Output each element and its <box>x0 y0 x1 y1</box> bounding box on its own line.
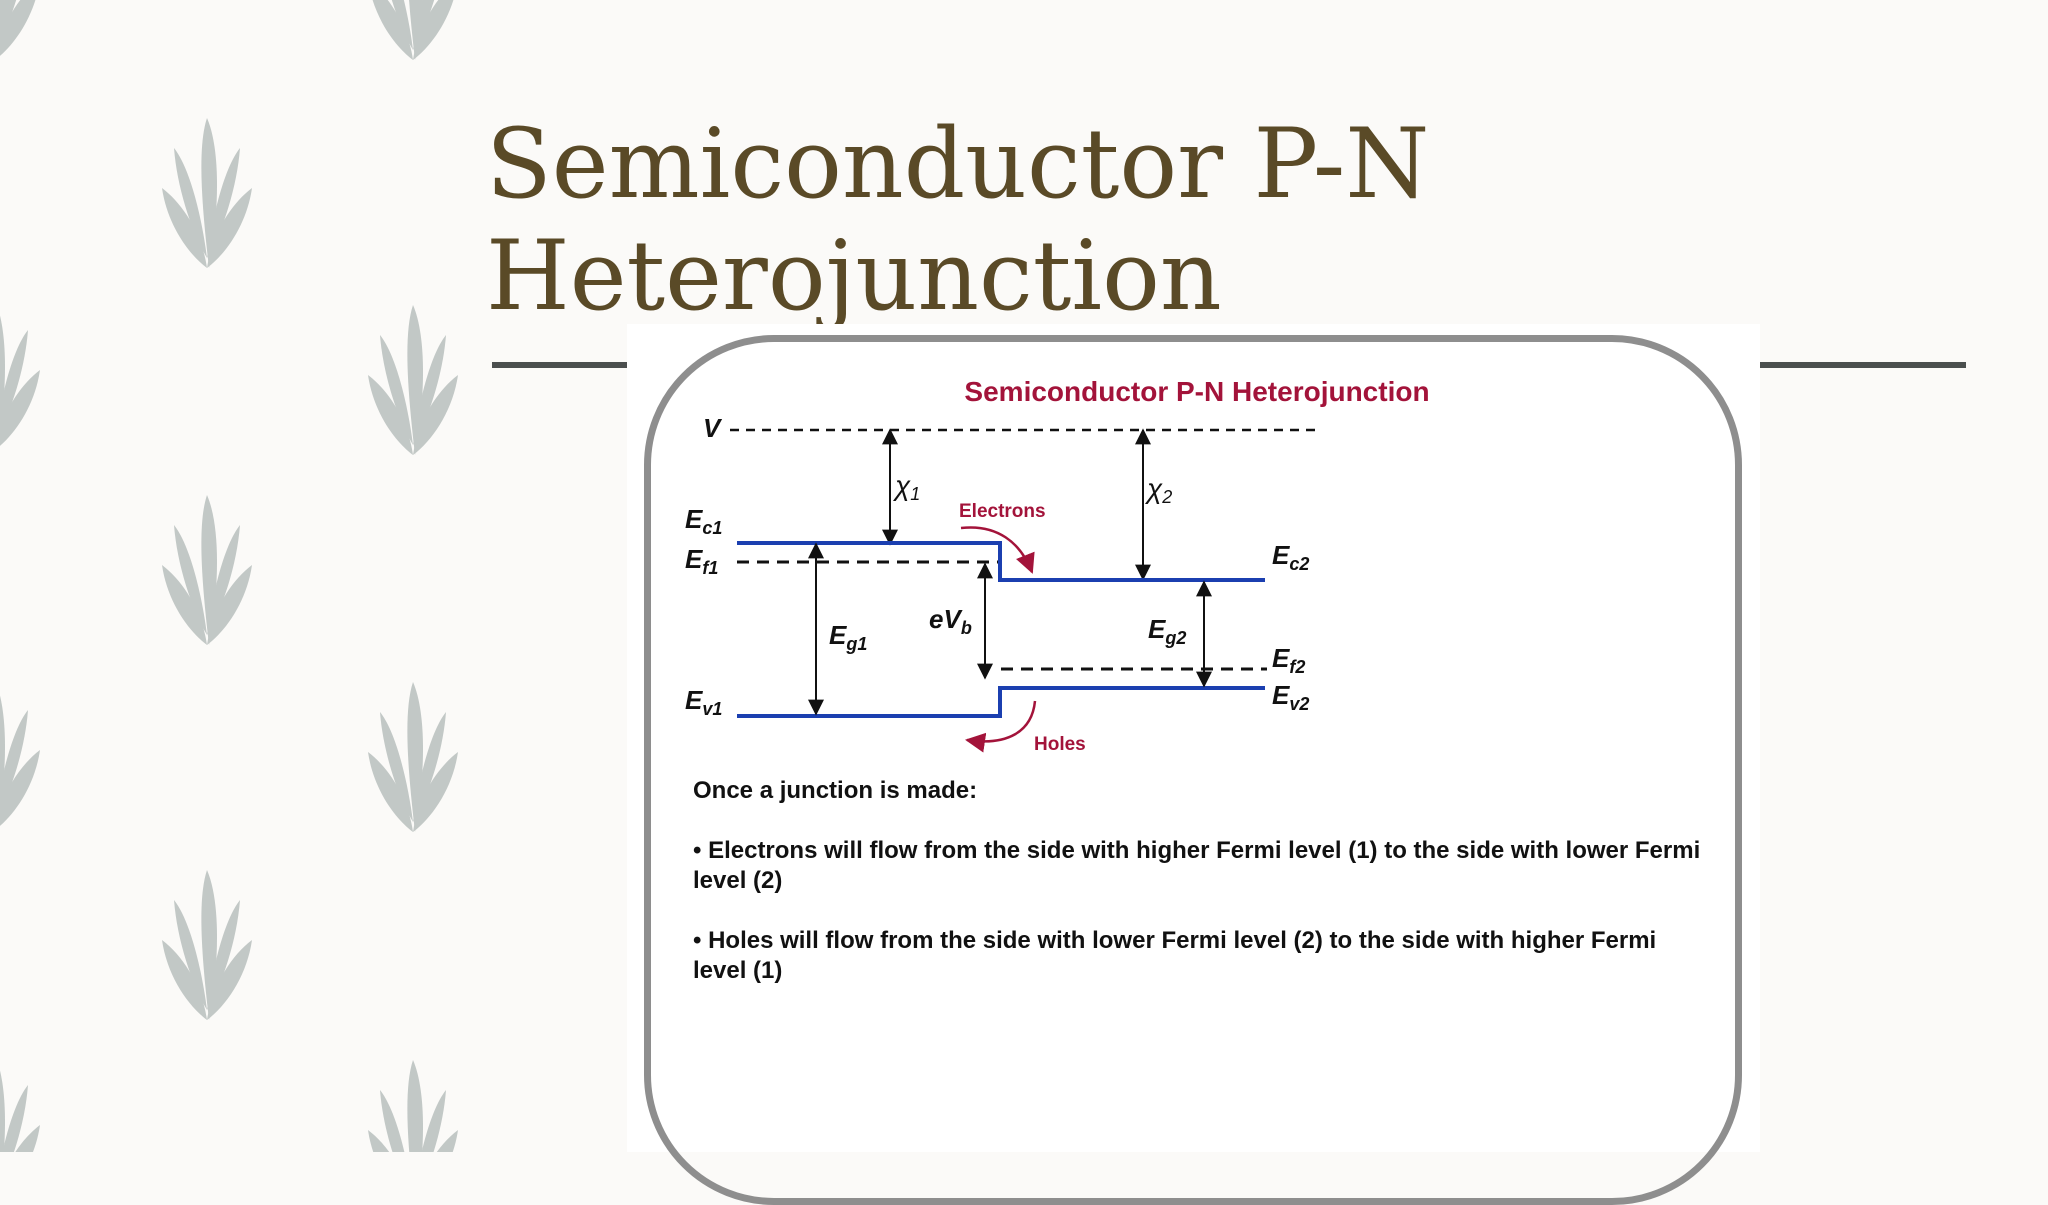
ef1-label: Ef1 <box>685 544 718 578</box>
description: Once a junction is made: • Electrons wil… <box>693 776 1713 1016</box>
diagram-card <box>627 324 1760 1152</box>
leaf-icon <box>0 0 40 60</box>
slide-title: Semiconductor P-N Heterojunction <box>486 108 1586 332</box>
leaf-icon <box>162 495 252 645</box>
eg1-label: Eg1 <box>829 620 867 654</box>
title-underline-left <box>492 362 627 368</box>
ev2-label: Ev2 <box>1272 680 1309 714</box>
leaf-icon <box>368 682 458 832</box>
valence-band <box>737 686 1265 718</box>
leaf-icon <box>0 680 40 830</box>
description-bullet-1: • Electrons will flow from the side with… <box>693 837 1701 894</box>
conduction-band <box>737 541 1265 582</box>
slide-title-line-2: Heterojunction <box>486 220 1222 332</box>
electrons-label: Electrons <box>959 501 1046 522</box>
vacuum-level-label: V <box>703 413 723 443</box>
evb-label: eVb <box>929 604 972 638</box>
leaf-pattern <box>0 0 470 1152</box>
chi1-label: χ1 <box>892 470 920 504</box>
leaf-icon <box>0 1055 40 1152</box>
slide-title-line-1: Semiconductor P-N <box>486 108 1430 220</box>
ev1-label: Ev1 <box>685 685 722 719</box>
holes-label: Holes <box>1034 734 1086 755</box>
leaf-icon <box>368 0 458 60</box>
band-diagram: Semiconductor P-N Heterojunction V χ1 χ2… <box>685 376 1430 755</box>
title-underline-right <box>1760 362 1966 368</box>
ec2-label: Ec2 <box>1272 540 1309 574</box>
description-intro: Once a junction is made: <box>693 777 978 804</box>
eg2-label: Eg2 <box>1148 614 1186 648</box>
leaf-icon <box>368 1060 458 1152</box>
leaf-icon <box>162 118 252 268</box>
chi2-label: χ2 <box>1144 473 1172 507</box>
ef2-label: Ef2 <box>1272 643 1305 677</box>
leaf-icon <box>0 300 40 450</box>
ec1-label: Ec1 <box>685 504 722 538</box>
leaf-icon <box>162 870 252 1020</box>
electron-flow-arrow <box>960 526 1035 574</box>
diagram-heading: Semiconductor P-N Heterojunction <box>964 376 1429 407</box>
description-bullet-2: • Holes will flow from the side with low… <box>693 927 1657 984</box>
hole-flow-arrow <box>965 700 1037 753</box>
leaf-icon <box>368 305 458 455</box>
